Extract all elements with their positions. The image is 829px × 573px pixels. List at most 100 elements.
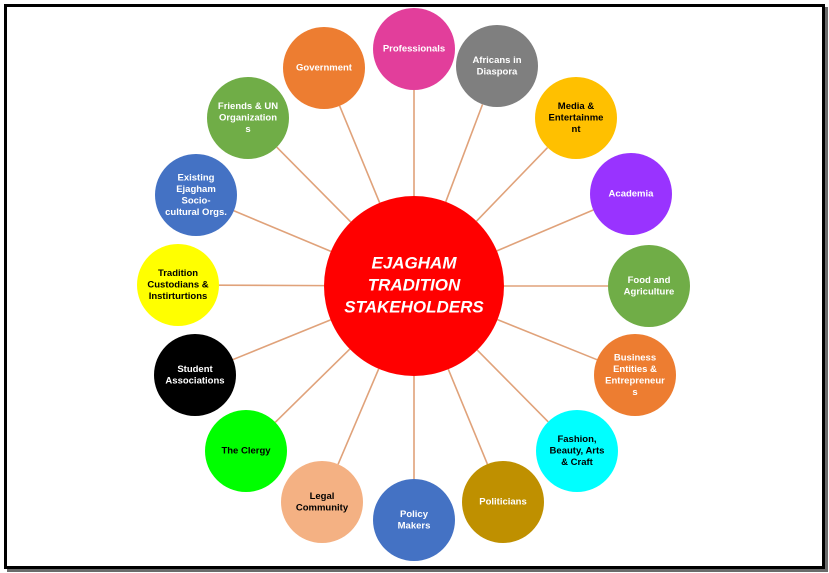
stakeholder-circle [283,27,365,109]
stakeholder-label: Politicians [479,497,527,508]
connector-line [232,319,331,361]
stakeholder-node: Fashion,Beauty, Arts& Craft [536,410,618,492]
stakeholder-label-line: Entrepreneur [605,375,665,386]
stakeholder-label-line: Politicians [479,497,527,508]
center-circle [324,196,504,376]
center-title: EJAGHAM TRADITION STAKEHOLDERS [344,253,484,316]
stakeholder-label-line: Socio- [181,195,210,206]
stakeholder-label: Fashion,Beauty, Arts& Craft [550,434,605,468]
connector-line [276,146,352,223]
connector-line [447,368,489,465]
stakeholder-circle [373,479,455,561]
connector-line [497,318,598,361]
stakeholder-label-line: Agriculture [624,286,675,297]
stakeholder-node: Politicians [462,461,544,543]
stakeholder-label-line: Food and [628,275,671,286]
stakeholder-label-line: Professionals [383,44,445,55]
connector-line [338,105,381,204]
stakeholder-label-line: Media & [558,101,595,112]
connector-lines [218,90,608,479]
stakeholder-circle [594,334,676,416]
stakeholder-label-line: Ejagham [176,184,216,195]
connector-line [337,368,380,465]
stakeholder-label-line: Legal [310,491,335,502]
connector-line [445,104,484,203]
connector-line [475,146,549,222]
stakeholder-label-line: Africans in [472,55,521,66]
stakeholder-label-line: The Clergy [221,446,271,457]
stakeholder-label-line: s [245,124,250,135]
stakeholder-label-line: Beauty, Arts [550,446,605,457]
connector-line [496,209,594,252]
stakeholder-node: Professionals [373,8,455,90]
stakeholder-label-line: Associations [165,375,224,386]
stakeholder-label-line: Custodians & [147,280,208,291]
stakeholder-label-line: Fashion, [557,434,596,445]
stakeholder-label-line: Instirturtions [149,291,208,302]
stakeholder-label-line: Organization [219,113,277,124]
stakeholder-circle [207,77,289,159]
stakeholder-label-line: Makers [398,520,431,531]
stakeholder-circle [462,461,544,543]
stakeholder-label-line: Diaspora [477,66,518,77]
stakeholder-label-line: Tradition [158,268,198,279]
stakeholder-label: Professionals [383,44,445,55]
stakeholder-label-line: s [632,387,637,398]
stakeholder-label-line: Existing [178,172,215,183]
stakeholder-circle [590,153,672,235]
center-node: EJAGHAM TRADITION STAKEHOLDERS [324,196,504,376]
stakeholder-label-line: Entities & [613,364,657,375]
stakeholder-circle [281,461,363,543]
stakeholder-label-line: & Craft [561,457,594,468]
connector-line [476,349,549,423]
stakeholder-circle [154,334,236,416]
stakeholder-label-line: Government [296,63,353,74]
center-title-line: TRADITION [368,275,461,294]
stakeholder-circle [155,154,237,236]
stakeholder-circle [205,410,287,492]
stakeholder-label-line: nt [572,124,582,135]
stakeholder-node: The Clergy [205,410,287,492]
center-title-line: EJAGHAM [371,253,457,272]
stakeholder-node: Government [283,27,365,109]
center-title-line: STAKEHOLDERS [344,297,484,316]
stakeholder-circle [608,245,690,327]
stakeholder-label-line: Business [614,352,656,363]
connector-line [274,348,351,423]
stakeholder-label: Government [296,63,353,74]
stakeholder-node: Academia [590,153,672,235]
stakeholder-label-line: Student [177,364,213,375]
stakeholder-label-line: Friends & UN [218,101,278,112]
stakeholder-circle [456,25,538,107]
stakeholder-label: Academia [609,189,655,200]
connector-line [233,210,332,253]
stakeholder-label: The Clergy [221,446,271,457]
stakeholder-label-line: Entertainme [549,113,604,124]
stakeholder-label-line: cultural Orgs. [165,207,227,218]
stakeholder-circle [137,244,219,326]
stakeholder-circle [536,410,618,492]
stakeholder-label-line: Community [296,502,349,513]
stakeholder-label-line: Policy [400,509,429,520]
stakeholder-label-line: Academia [609,189,655,200]
